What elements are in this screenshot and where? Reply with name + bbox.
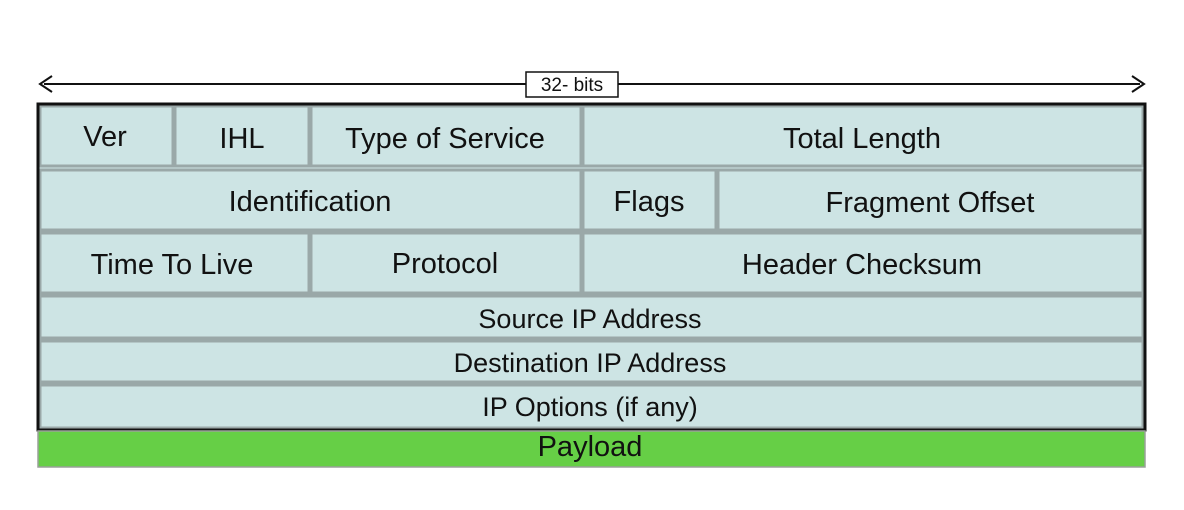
field-ver <box>38 104 175 168</box>
field-ip-options <box>38 383 1145 430</box>
label-destination-ip-address: Destination IP Address <box>454 348 727 378</box>
width-label: 32- bits <box>541 75 603 96</box>
header-row-3: Time To Live Protocol Header Checksum <box>38 231 1145 295</box>
field-identification <box>38 168 583 232</box>
bit-width-indicator: 32- bits <box>38 71 1146 98</box>
label-time-to-live: Time To Live <box>91 249 254 281</box>
field-destination-ip-address <box>38 339 1145 384</box>
label-protocol: Protocol <box>392 248 498 280</box>
label-ver: Ver <box>83 121 127 153</box>
label-total-length: Total Length <box>783 123 941 155</box>
field-flags <box>581 168 718 232</box>
left-arrowhead-icon <box>38 75 53 93</box>
payload-block <box>37 430 1146 468</box>
payload-label: Payload <box>538 431 643 463</box>
label-source-ip-address: Source IP Address <box>478 304 701 334</box>
label-flags: Flags <box>614 186 685 218</box>
header-row-4: Source IP Address <box>38 294 1145 340</box>
field-time-to-live <box>38 231 311 295</box>
right-arrowhead-icon <box>1131 75 1146 93</box>
label-ihl: IHL <box>219 123 264 155</box>
width-label-box <box>525 71 619 98</box>
field-protocol <box>309 231 583 295</box>
field-ihl <box>173 104 311 168</box>
label-header-checksum: Header Checksum <box>742 249 982 281</box>
header-row-6: IP Options (if any) <box>38 383 1145 430</box>
payload: Payload <box>37 430 1146 468</box>
field-source-ip-address <box>38 294 1145 340</box>
header-outline <box>36 102 1147 432</box>
ip-header: Ver IHL Type of Service Total Length Ide… <box>36 102 1147 432</box>
header-row-1: Ver IHL Type of Service Total Length <box>38 104 1145 168</box>
label-type-of-service: Type of Service <box>345 123 545 155</box>
label-identification: Identification <box>229 186 392 218</box>
field-header-checksum <box>581 231 1145 295</box>
header-row-2: Identification Flags Fragment Offset <box>38 168 1145 232</box>
field-total-length <box>581 104 1145 168</box>
label-fragment-offset: Fragment Offset <box>826 187 1035 219</box>
header-row-5: Destination IP Address <box>38 339 1145 384</box>
field-fragment-offset <box>716 168 1145 232</box>
label-ip-options: IP Options (if any) <box>482 392 698 422</box>
field-type-of-service <box>309 104 583 168</box>
